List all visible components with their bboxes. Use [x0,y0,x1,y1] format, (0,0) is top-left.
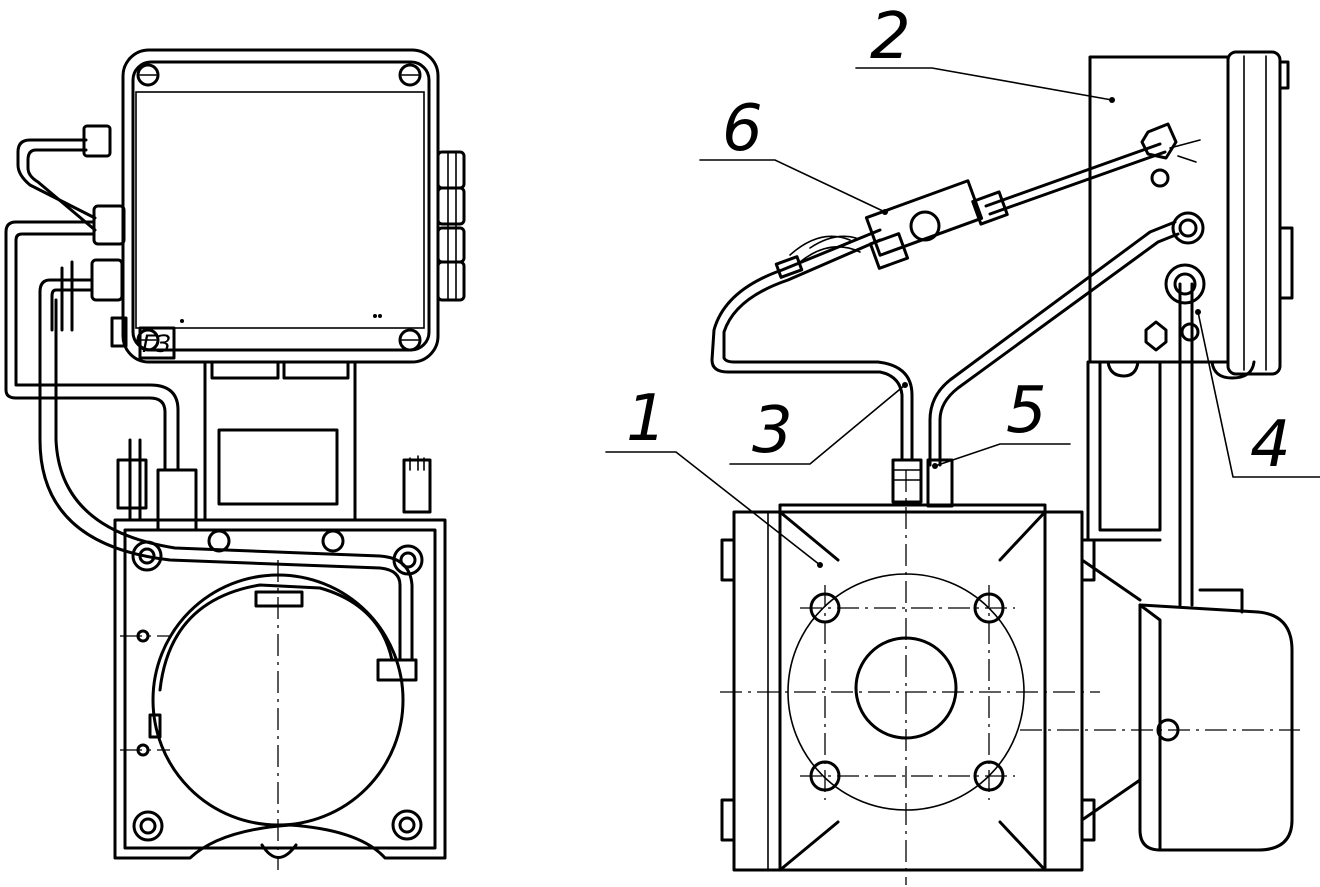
cable-glands-right [436,150,466,302]
flange-boss-bottom-right [391,809,423,841]
flange-boss-top-left [131,540,163,572]
callout-2: 2 [870,0,911,74]
box-screw-top-right [398,63,422,87]
impulse-tubes-front [4,138,432,662]
cable-glands-left [82,124,128,348]
meter-body-front [113,518,447,870]
module-gland-1 [1140,122,1178,160]
box-screw-bottom-right [398,328,422,352]
callout-1: 1 [626,382,667,456]
front-view: ГЗ [4,48,466,870]
module-gland-2 [1171,211,1205,245]
flange-boss-bottom-left [132,810,164,842]
callout-6: 6 [722,92,763,166]
side-tubes [710,142,1194,607]
callout-3: 3 [752,394,793,468]
flange-boss-top-right [392,544,424,576]
junction-box: ГЗ [82,48,466,364]
box-marking: ГЗ [142,330,171,358]
side-view: 1 2 3 4 5 6 [605,0,1320,885]
box-screw-bottom-left [136,328,160,352]
box-mount-neck [149,360,357,522]
electronic-module [1086,50,1294,542]
counter-head [1020,588,1300,852]
callout-4: 4 [1250,408,1291,482]
module-gland-3 [1164,263,1206,305]
callout-5: 5 [1006,374,1047,448]
box-screw-top-left [136,63,160,87]
meter-body-side [720,470,1142,885]
leader-lines [605,67,1320,568]
